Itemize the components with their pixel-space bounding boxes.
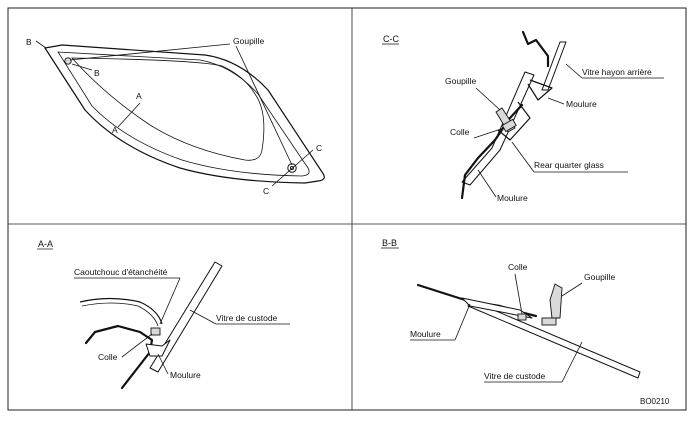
aa-vitre-custode-leader (189, 309, 217, 325)
bb-moulding (461, 297, 533, 319)
aa-moulding (145, 339, 171, 357)
figure-border (7, 7, 687, 411)
aa-adhesive (150, 327, 161, 336)
cc-goupille-label: Goupille (445, 76, 476, 86)
bb-goupille-label: Goupille (584, 272, 615, 282)
bb-colle-leader (514, 273, 523, 315)
bb-colle-block (517, 313, 527, 321)
bb-goupille-leader (561, 282, 583, 297)
window-opening (71, 57, 265, 161)
cc-quarter-glass (461, 71, 535, 186)
section-bb-panel: B-B Colle Goupille Moulure Vitre de cust… (381, 238, 641, 383)
cc-moulure-top-label: Moulure (566, 99, 597, 109)
cc-moulure-top-leader (547, 97, 565, 105)
section-line-a (117, 102, 141, 128)
quarter-glass-outer (44, 44, 325, 184)
cc-moulure-bottom-leader (477, 169, 497, 198)
overview-goupille-label: Goupille (233, 36, 264, 46)
cc-vitre-hayon-leader (565, 63, 583, 79)
aa-caoutchouc-leader (159, 277, 181, 325)
figure-code: BO0210 (640, 397, 670, 406)
marker-b-top: B (26, 37, 32, 47)
cc-moulure-bottom-label: Moulure (497, 193, 528, 203)
marker-b-inner: B (94, 68, 100, 78)
cc-rear-quarter-label: Rear quarter glass (534, 160, 604, 170)
cc-adhesive (501, 118, 517, 133)
section-bb-title: B-B (382, 238, 397, 248)
aa-vitre-custode-label: Vitre de custode (216, 313, 278, 323)
bb-moulure-label: Moulure (410, 329, 441, 339)
aa-colle-label: Colle (98, 352, 118, 362)
section-aa-panel: A-A Caoutchouc d'étanchéité Vitre de cus… (37, 239, 290, 390)
bb-vitre-custode-label: Vitre de custode (484, 371, 546, 381)
pin-front (64, 57, 72, 65)
section-cc-panel: C-C Vitre hayon arrière Goupille Moulure… (382, 30, 664, 203)
cc-body-panel (460, 103, 524, 200)
aa-caoutchouc-label: Caoutchouc d'étanchéité (74, 267, 168, 277)
aa-moulure-leader (157, 353, 169, 375)
overview-panel: Goupille B B A A C C (26, 36, 325, 196)
section-cc-title: C-C (383, 34, 399, 44)
section-line-c (271, 149, 314, 187)
aa-body-panel (84, 324, 154, 390)
aa-moulure-label: Moulure (170, 370, 201, 380)
cc-hatch-glass (541, 41, 567, 91)
marker-a-bottom: A (112, 125, 118, 135)
marker-b-arrow-inner (71, 63, 93, 71)
overview-goupille-leader-1 (69, 43, 231, 61)
cc-moulding (497, 79, 553, 141)
cc-colle-label: Colle (450, 127, 470, 137)
cc-vitre-hayon-label: Vitre hayon arrière (582, 67, 652, 77)
aa-colle-leader (121, 333, 153, 358)
cc-goupille-leader (475, 87, 501, 111)
aa-sealing-rubber-inner (81, 302, 159, 327)
marker-b-arrow-top (35, 40, 47, 49)
section-aa-title: A-A (38, 239, 53, 249)
marker-c-right: C (316, 143, 322, 153)
bb-adhesive (541, 317, 557, 326)
aa-sealing-rubber (79, 297, 163, 325)
cc-rear-quarter-leader (511, 141, 535, 173)
marker-c-left: C (263, 186, 269, 196)
cc-colle-leader (473, 127, 505, 139)
marker-a-top: A (136, 91, 142, 101)
bb-vitre-custode-leader (561, 341, 583, 383)
cc-hatch-seal (521, 30, 550, 68)
bb-moulure-leader (454, 303, 471, 341)
bb-colle-label: Colle (508, 262, 528, 272)
overview-goupille-leader-2 (235, 45, 293, 166)
bb-pin (549, 283, 563, 319)
